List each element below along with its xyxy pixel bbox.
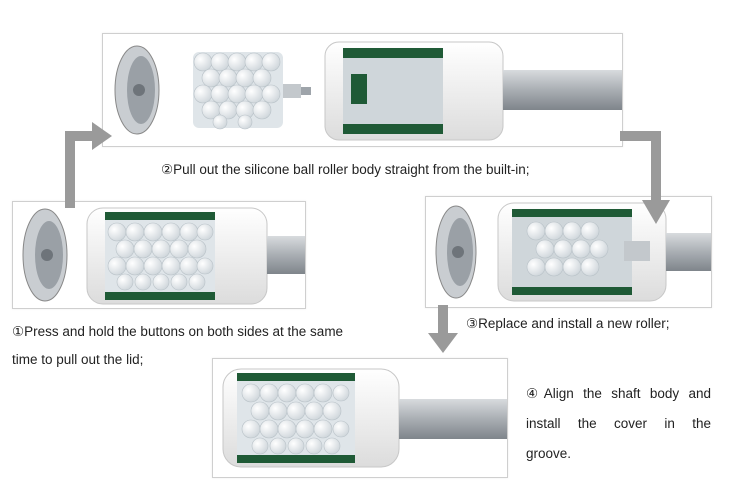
device-housing — [497, 202, 711, 302]
step-2-image — [102, 33, 623, 147]
step-3-illustration — [435, 202, 711, 302]
step-4-image — [212, 358, 508, 478]
step-4-caption-line-2: install the cover in the — [526, 414, 711, 434]
lid-cap — [22, 208, 68, 302]
step-1-text-line-1: Press and hold the buttons on both sides… — [24, 324, 344, 339]
step-1-illustration — [22, 207, 305, 305]
step-4-marker: ④ — [526, 386, 544, 401]
step-3-caption: ③Replace and install a new roller; — [466, 314, 669, 334]
step-3-marker: ③ — [466, 316, 479, 331]
arrow-step2-to-step3 — [620, 131, 670, 224]
device-housing — [324, 41, 622, 141]
step-1-marker: ① — [12, 324, 25, 339]
step-4-text-line-3: groove. — [526, 446, 572, 461]
device-housing — [222, 368, 507, 468]
step-3-text: Replace and install a new roller; — [478, 316, 670, 331]
step-4-caption-line-3: groove. — [526, 444, 571, 464]
step-4-illustration — [222, 368, 507, 468]
arrow-step3-to-step4 — [428, 305, 458, 353]
step-2-text: Pull out the silicone ball roller body s… — [173, 162, 530, 177]
step-1-text-line-2: time to pull out the lid; — [12, 352, 144, 367]
device-housing — [86, 207, 305, 305]
arrow-step1-to-step2 — [65, 122, 112, 208]
step-2-marker: ② — [161, 162, 174, 177]
step-1-caption-line-2: time to pull out the lid; — [12, 350, 143, 370]
step-1-image — [12, 201, 306, 309]
step-3-image — [425, 196, 712, 308]
step-4-text-line-2: install the cover in the — [526, 416, 711, 431]
step-4-text-line-1: Align the shaft body and — [543, 386, 711, 401]
lid-cap — [114, 45, 160, 135]
step-1-caption: ①Press and hold the buttons on both side… — [12, 322, 343, 342]
step-2-illustration — [114, 41, 622, 141]
step-4-caption-line-1: ④Align the shaft body and — [526, 384, 711, 404]
ball-roller — [193, 52, 311, 130]
lid-cap — [435, 205, 477, 299]
step-2-caption: ②Pull out the silicone ball roller body … — [161, 160, 530, 180]
